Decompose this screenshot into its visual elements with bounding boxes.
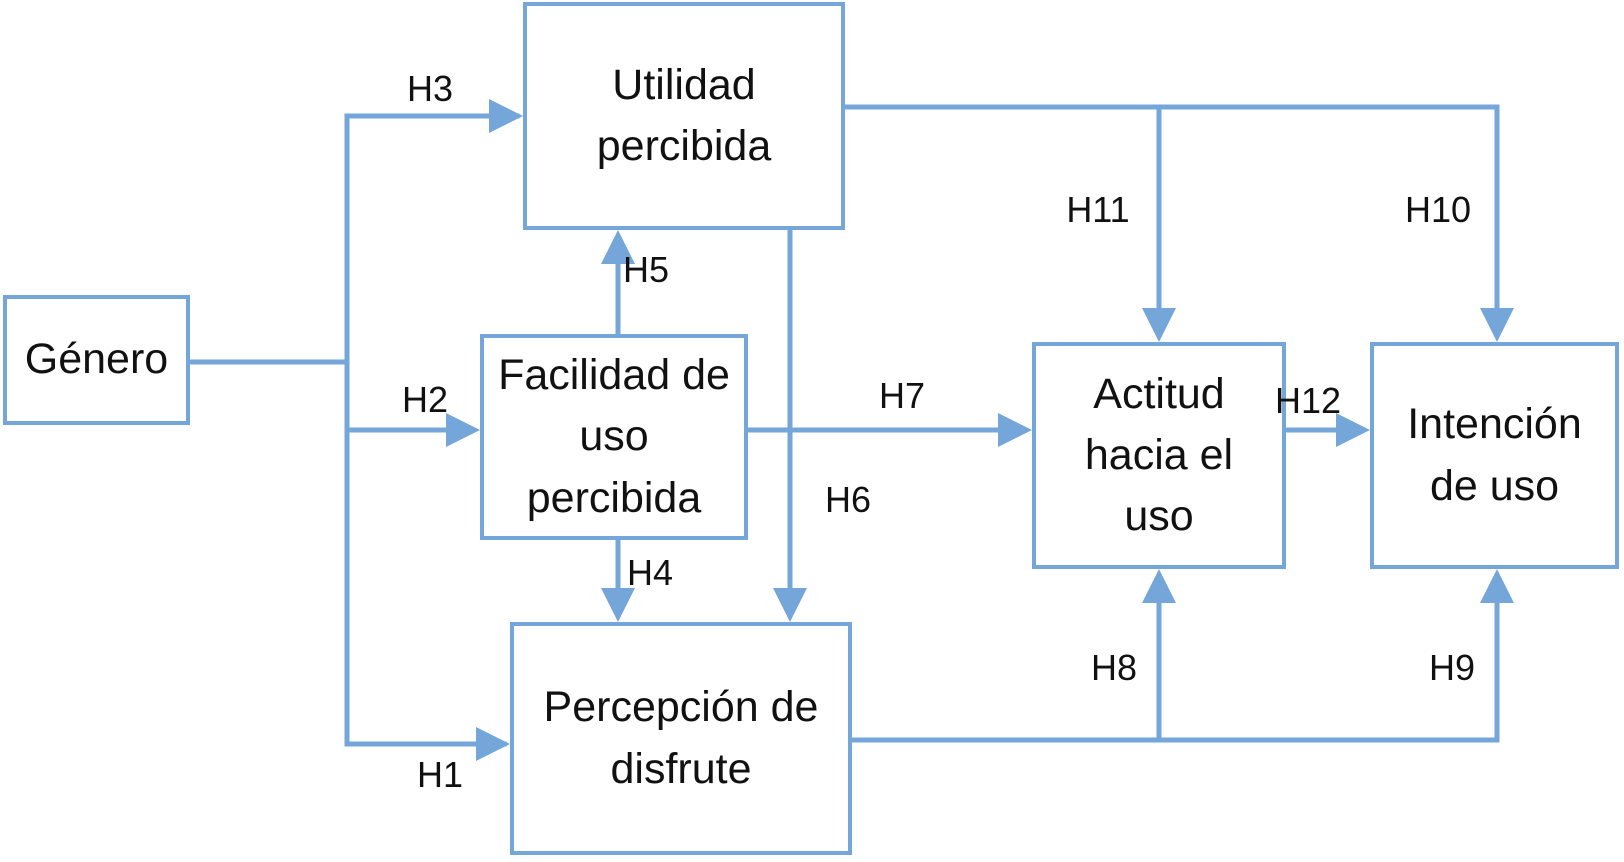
edge-h9-line xyxy=(849,597,1500,743)
edge-h2-arrowhead xyxy=(446,413,480,447)
edge-label-h6: H6 xyxy=(824,479,872,520)
edge-label-h1: H1 xyxy=(416,754,464,795)
edge-h7-arrowhead xyxy=(998,413,1032,447)
edge-label-h8: H8 xyxy=(1090,647,1138,688)
node-intencion-label: Intención de uso xyxy=(1407,400,1582,510)
edge-h10-line xyxy=(842,104,1500,314)
edge-h3-arrowhead xyxy=(489,99,523,133)
node-facilidad: Facilidad de uso percibida xyxy=(480,334,748,540)
edge-h12-arrowhead xyxy=(1336,413,1370,447)
edge-h6-arrowhead xyxy=(773,588,807,622)
node-facilidad-label: Facilidad de uso percibida xyxy=(498,351,730,522)
node-utilidad-label: Utilidad percibida xyxy=(596,60,772,170)
edge-label-h11: H11 xyxy=(1066,189,1130,230)
node-percepcion-label: Percepción de disfrute xyxy=(543,683,819,793)
node-genero: Género xyxy=(3,295,190,425)
edge-label-h5: H5 xyxy=(622,249,670,290)
edge-label-h7: H7 xyxy=(878,375,926,416)
edge-label-h10: H10 xyxy=(1404,189,1472,230)
edge-label-h12: H12 xyxy=(1274,380,1342,421)
node-genero-label: Género xyxy=(24,335,169,384)
edge-label-h3: H3 xyxy=(406,68,454,109)
edge-label-h9: H9 xyxy=(1428,647,1476,688)
edge-label-h2: H2 xyxy=(401,379,449,420)
node-actitud: Actitud hacia el uso xyxy=(1032,342,1286,569)
edge-h11-arrowhead xyxy=(1142,308,1176,342)
node-percepcion: Percepción de disfrute xyxy=(510,622,852,855)
edge-h1-arrowhead xyxy=(476,727,510,761)
edge-h8-arrowhead xyxy=(1142,569,1176,603)
node-intencion: Intención de uso xyxy=(1370,342,1619,569)
edge-label-h4: H4 xyxy=(626,552,674,593)
node-actitud-label: Actitud hacia el uso xyxy=(1084,369,1234,541)
edge-h5-arrowhead xyxy=(601,230,635,264)
edge-h9-arrowhead xyxy=(1480,569,1514,603)
node-utilidad: Utilidad percibida xyxy=(523,2,845,230)
edge-h10-arrowhead xyxy=(1480,308,1514,342)
edge-h4-arrowhead xyxy=(601,588,635,622)
